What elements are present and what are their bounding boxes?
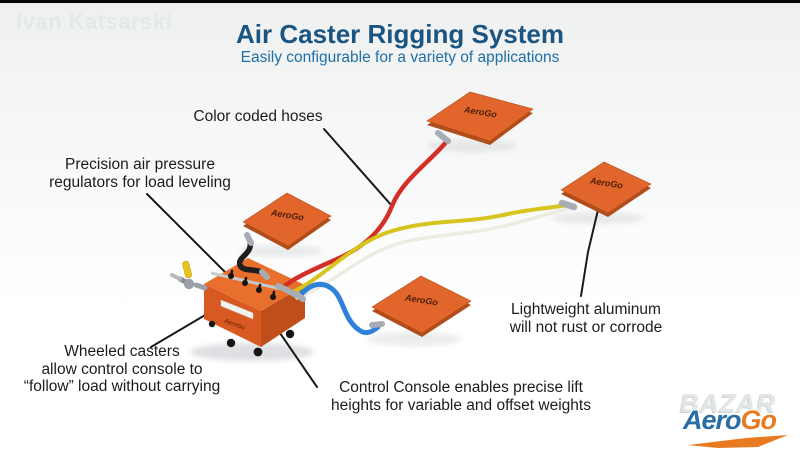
page-title: Air Caster Rigging System <box>236 19 564 49</box>
label-control-console: Control Console enables precise lift hei… <box>331 379 591 414</box>
console-top-face <box>204 258 305 311</box>
page-subtitle: Easily configurable for a variety of app… <box>240 49 560 66</box>
pointer-wheeled-casters <box>150 310 213 348</box>
hose-blue <box>296 281 381 336</box>
label-lightweight-aluminum: Lightweight aluminum will not rust or co… <box>509 301 663 336</box>
control-console: AeroGo <box>170 258 305 357</box>
hose-black <box>236 238 268 278</box>
air-caster-pad-right: AeroGo <box>560 161 652 217</box>
inlet-valve <box>170 260 208 291</box>
label-wheeled-casters: Wheeled casters allow control console to… <box>23 343 221 395</box>
label-precision-regulators: Precision air pressure regulators for lo… <box>49 156 231 191</box>
aerogo-logo: BAZAR AeroGo <box>680 388 794 452</box>
bazar-watermark: BAZAR <box>680 388 776 418</box>
console-right-face <box>261 285 305 347</box>
console-caster-wheels <box>208 320 295 357</box>
console-regulator-knobs <box>228 269 276 300</box>
pointer-lightweight-aluminum <box>580 209 599 297</box>
hoses <box>236 138 572 336</box>
hose-fittings <box>244 130 578 328</box>
air-caster-pad-top: AeroGo <box>426 91 534 145</box>
console-front-face <box>204 284 261 347</box>
hose-yellow <box>289 203 568 295</box>
console-label-strip <box>220 299 254 320</box>
pointer-color-coded-hoses <box>323 128 393 207</box>
logo-swoosh-arrow <box>688 435 788 448</box>
floor-shadows <box>190 140 644 361</box>
logo-go: Go <box>740 405 777 435</box>
air-caster-pad-left: AeroGo <box>242 192 332 250</box>
label-color-coded-hoses: Color coded hoses <box>193 108 323 125</box>
top-black-bar <box>0 0 800 3</box>
air-caster-pad-bottom: AeroGo <box>371 275 472 337</box>
aerogo-logo-text: AeroGo <box>683 405 777 436</box>
logo-aero: Aero <box>683 405 742 435</box>
valve-yellow-handle <box>182 260 192 279</box>
photographer-watermark: Ivan Katsarski <box>16 9 173 34</box>
hose-red <box>279 138 450 291</box>
hose-white <box>295 206 572 300</box>
